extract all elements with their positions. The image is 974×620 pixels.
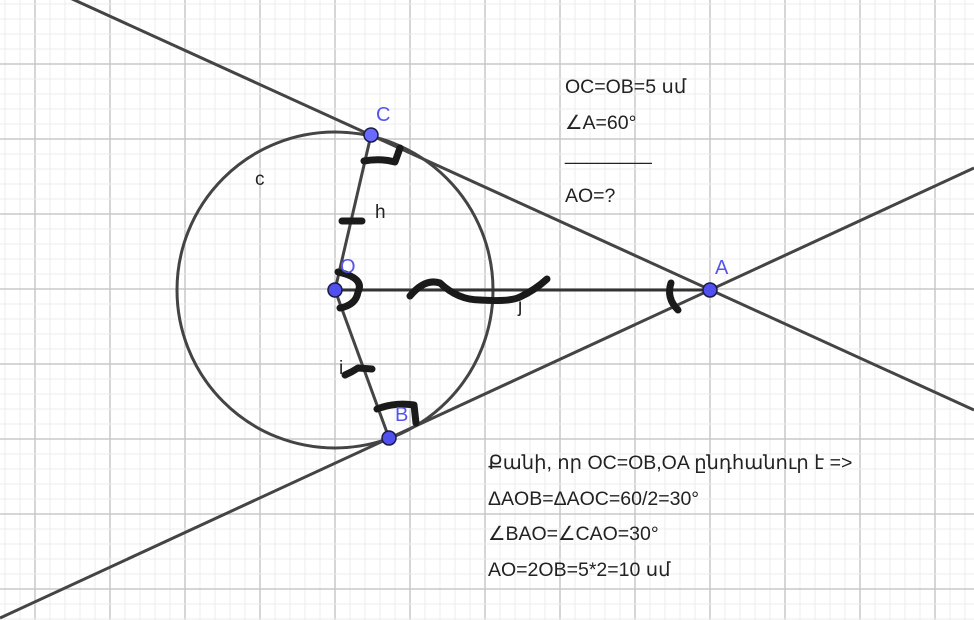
label-point-c: C [376, 104, 390, 126]
label-segment-j: j [517, 296, 522, 317]
point-a[interactable] [702, 282, 718, 298]
label-point-b: B [395, 404, 408, 426]
tick-mark-a [666, 279, 682, 314]
label-segment-i: i [339, 358, 343, 379]
solution-text-3: ∠BAO=∠CAO=30° [488, 523, 659, 545]
tangent-line-ac[interactable] [70, 0, 974, 412]
right-angle-mark-c [360, 144, 404, 166]
solution-text-2: ΔAOB=ΔAOC=60/2=30° [488, 488, 699, 510]
given-text-2: ∠A=60° [565, 112, 636, 134]
given-text-3: AO=? [565, 185, 616, 207]
angle-mark-o [334, 268, 363, 312]
tick-mark-i [341, 364, 376, 379]
segment-ob[interactable] [333, 289, 391, 439]
handwritten-marks [334, 144, 682, 427]
right-angle-mark-b [373, 400, 420, 427]
label-segment-h: h [375, 202, 386, 223]
solution-text-1: Քանի, որ OC=OB,OA ընդհանուր է => [488, 452, 852, 474]
solution-text-4: AO=2OB=5*2=10 սմ [488, 559, 671, 581]
label-circle-c: c [255, 169, 265, 190]
label-point-a: A [715, 257, 729, 279]
point-o[interactable] [327, 282, 343, 298]
points [327, 127, 718, 446]
label-point-o: O [340, 256, 356, 278]
point-b[interactable] [381, 430, 397, 446]
point-c[interactable] [363, 127, 379, 143]
given-separator: ________ [564, 143, 653, 165]
tangent-line-ab[interactable] [0, 166, 974, 620]
given-text-1: OC=OB=5 սմ [565, 76, 687, 98]
tilde-mark-oa [406, 275, 551, 305]
